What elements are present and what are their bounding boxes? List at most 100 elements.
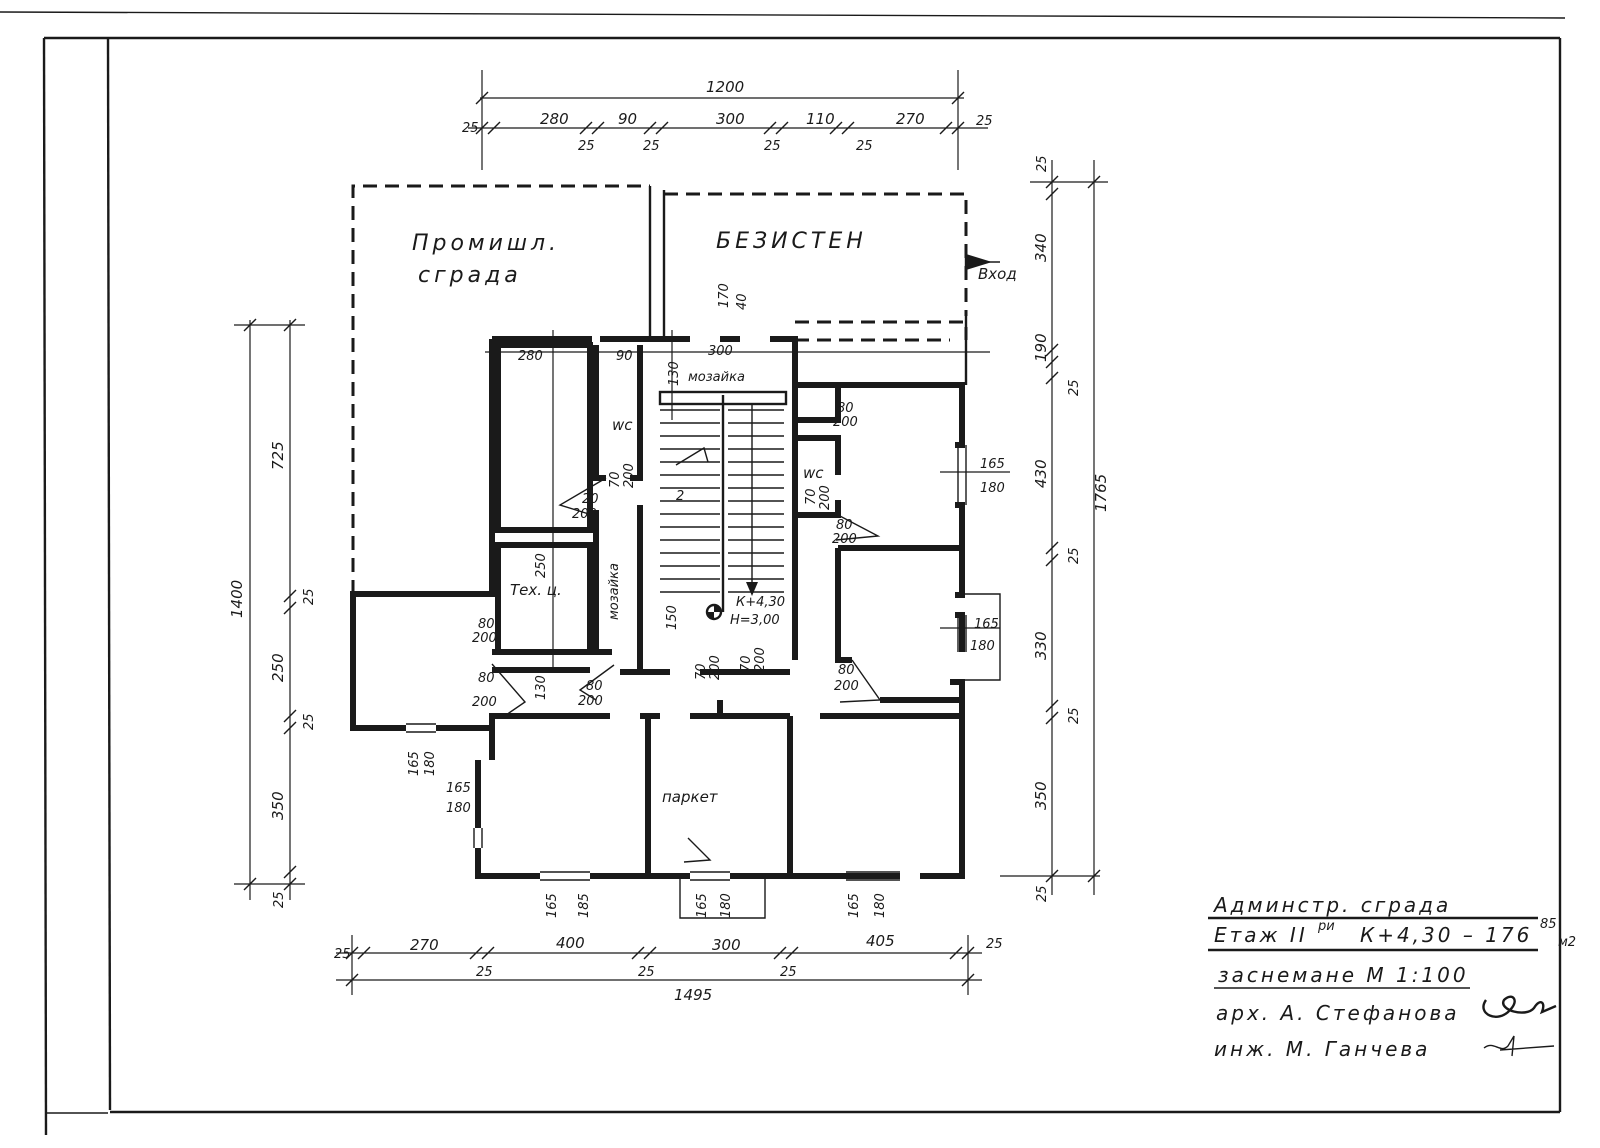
label-industrial-1: Промишл. bbox=[412, 231, 560, 256]
dimension-ticks bbox=[243, 91, 1101, 987]
dimension-tick bbox=[961, 946, 975, 960]
dimension-tick bbox=[785, 946, 799, 960]
dim-bottom-seg: 25 bbox=[476, 965, 493, 980]
signature-architect bbox=[1482, 995, 1557, 1018]
dim-inner: 185 bbox=[577, 893, 592, 918]
label-industrial-2: сграда bbox=[418, 263, 522, 288]
dimension-tick bbox=[1045, 355, 1059, 369]
dimension-tick bbox=[283, 865, 297, 879]
dim-right-seg: 350 bbox=[1032, 781, 1050, 810]
dimension-tick bbox=[1045, 175, 1059, 189]
dim-inner: 200 bbox=[708, 655, 723, 680]
dim-left-seg: 25 bbox=[302, 588, 317, 605]
dimension-tick bbox=[763, 121, 777, 135]
signature-engineer bbox=[1483, 1035, 1555, 1057]
dim-inner: 250 bbox=[534, 553, 549, 578]
dim-inner: 200 bbox=[472, 631, 497, 646]
dim-bottom-seg: 400 bbox=[556, 934, 585, 952]
dim-inner: 200 bbox=[834, 679, 859, 694]
dim-inner: 165 bbox=[847, 893, 862, 918]
dim-inner: 80 bbox=[836, 518, 853, 533]
title-line-2a: Етаж II bbox=[1214, 923, 1308, 947]
dimension-tick bbox=[283, 589, 297, 603]
staircase bbox=[660, 404, 784, 596]
dim-top-seg: 110 bbox=[806, 110, 835, 128]
dim-inner: 165 bbox=[974, 617, 999, 632]
dim-right-seg: 25 bbox=[1067, 707, 1082, 724]
dimension-tick bbox=[579, 121, 593, 135]
dim-inner: 40 bbox=[735, 293, 750, 310]
dimension-tick bbox=[243, 877, 257, 891]
dim-inner: 70 bbox=[694, 663, 709, 680]
dimension-tick bbox=[643, 121, 657, 135]
dim-inner: 200 bbox=[818, 485, 833, 510]
right-dimension-labels: 25 340 190 25 430 25 330 25 350 25 1765 bbox=[1032, 155, 1110, 902]
stair-arrow-icon bbox=[746, 582, 758, 596]
dimension-tick bbox=[939, 121, 953, 135]
dim-inner: 130 bbox=[534, 675, 549, 700]
dimension-tick bbox=[469, 946, 483, 960]
title-line-2-unit: м2 bbox=[1558, 935, 1576, 950]
dimension-tick bbox=[631, 946, 645, 960]
dimension-tick bbox=[1045, 541, 1059, 555]
label-mosaic-top: мозайка bbox=[688, 370, 745, 385]
dim-inner: 200 bbox=[472, 695, 497, 710]
dimension-tick bbox=[643, 946, 657, 960]
title-line-4: арх. А. Стефанова bbox=[1216, 1001, 1460, 1025]
dim-inner: 170 bbox=[717, 283, 732, 308]
dim-inner: 165 bbox=[407, 751, 422, 776]
dimension-tick bbox=[1045, 711, 1059, 725]
dim-inner: 80 bbox=[586, 679, 603, 694]
exterior-walls bbox=[350, 336, 965, 919]
dimension-tick bbox=[1087, 175, 1101, 189]
left-dimension-labels: 1400 725 25 250 25 350 25 bbox=[228, 441, 317, 908]
dim-inner: 90 bbox=[616, 349, 633, 364]
dimension-lines bbox=[234, 70, 1108, 995]
windows bbox=[406, 445, 967, 881]
dim-top-seg: 300 bbox=[716, 110, 745, 128]
dim-inner: 180 bbox=[970, 639, 995, 654]
dimension-tick bbox=[829, 121, 843, 135]
dimension-tick bbox=[283, 709, 297, 723]
dim-top-seg: 25 bbox=[856, 139, 873, 154]
dim-inner: 2 bbox=[676, 489, 684, 504]
dim-inner: 80 bbox=[478, 617, 495, 632]
dim-left-seg: 725 bbox=[269, 441, 287, 470]
dim-top-seg: 25 bbox=[643, 139, 660, 154]
title-line-2b: К+4,30 – 176 bbox=[1360, 923, 1532, 947]
dim-top-seg: 270 bbox=[896, 110, 925, 128]
dim-inner: 180 bbox=[873, 893, 888, 918]
room-labels: Промишл. сграда БЕЗИСТЕН Вход Тех. ц. wc… bbox=[412, 229, 1017, 806]
adjacent-buildings-outline bbox=[351, 184, 968, 594]
dimension-tick bbox=[591, 121, 605, 135]
dimension-tick bbox=[475, 121, 489, 135]
dimension-tick bbox=[357, 946, 371, 960]
dim-inner: 70 bbox=[739, 655, 754, 672]
dim-top-seg: 90 bbox=[618, 110, 637, 128]
dimension-tick bbox=[475, 91, 489, 105]
dim-inner: 165 bbox=[545, 893, 560, 918]
dim-inner: 165 bbox=[695, 893, 710, 918]
dimension-tick bbox=[1045, 371, 1059, 385]
title-line-2-sup2: 85 bbox=[1540, 917, 1557, 932]
dim-left-seg: 350 bbox=[269, 791, 287, 820]
dimension-tick bbox=[775, 121, 789, 135]
label-entrance: Вход bbox=[978, 265, 1017, 283]
dim-right-seg: 25 bbox=[1067, 547, 1082, 564]
dimension-tick bbox=[773, 946, 787, 960]
dimension-tick bbox=[949, 946, 963, 960]
dimension-tick bbox=[1087, 869, 1101, 883]
dim-inner: 165 bbox=[980, 457, 1005, 472]
title-line-2-sup: ри bbox=[1317, 919, 1335, 934]
dim-top-overall: 1200 bbox=[706, 78, 744, 96]
dim-inner: 280 bbox=[518, 349, 543, 364]
label-mosaic-side: мозайка bbox=[607, 563, 622, 620]
dim-inner: 180 bbox=[719, 893, 734, 918]
dimension-tick bbox=[961, 973, 975, 987]
dim-inner: 70 bbox=[608, 471, 623, 488]
dim-inner: 180 bbox=[980, 481, 1005, 496]
dim-left-seg: 25 bbox=[272, 891, 287, 908]
dim-bottom-seg: 270 bbox=[410, 936, 439, 954]
dimension-tick bbox=[345, 946, 359, 960]
